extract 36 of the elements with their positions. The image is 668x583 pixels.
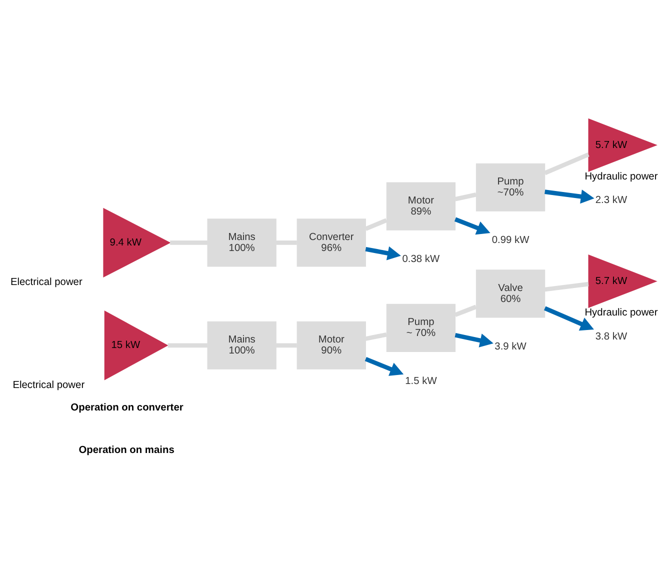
- connector: [365, 332, 387, 341]
- node-text: 2.3 kW: [595, 195, 628, 206]
- arrow: [454, 217, 490, 235]
- label: Operation on mains: [78, 444, 174, 456]
- node-text: 3.9 kW: [494, 342, 526, 353]
- connector: [364, 218, 388, 231]
- connector: [276, 240, 297, 245]
- connector: [168, 343, 208, 348]
- node-box: Pump ~70%: [476, 163, 546, 212]
- connector: [454, 304, 477, 317]
- node-text: 0.38 kW: [402, 254, 440, 266]
- connector: [454, 192, 476, 202]
- connector: [544, 152, 590, 176]
- node-box: Valve 60%: [476, 270, 546, 318]
- arrow: [544, 306, 594, 331]
- node-box: Motor 89%: [386, 182, 456, 230]
- node-text: 0.99 kW: [492, 235, 530, 246]
- arrow: [544, 190, 594, 204]
- connector: [276, 343, 297, 348]
- node-label: Hydraulic power: [584, 308, 658, 319]
- arrow: [364, 356, 404, 376]
- arrow: [454, 332, 494, 348]
- node-box: Mains 100%: [207, 321, 276, 370]
- node-label: Electrical power: [12, 380, 85, 391]
- node-box: Pump ~ 70%: [386, 304, 456, 352]
- arrow: [365, 246, 401, 260]
- connector: [170, 240, 208, 245]
- node-box: Motor 90%: [296, 321, 366, 370]
- connector: [544, 282, 589, 292]
- node-text: 1.5 kW: [405, 376, 437, 387]
- node-label: Hydraulic power: [584, 172, 658, 182]
- label: Operation on converter: [70, 402, 184, 414]
- node-text: 3.8 kW: [595, 331, 628, 342]
- node-label: Electrical power: [10, 277, 82, 288]
- node-box: Converter 96%: [296, 218, 366, 267]
- node-box: Mains 100%: [207, 218, 276, 267]
